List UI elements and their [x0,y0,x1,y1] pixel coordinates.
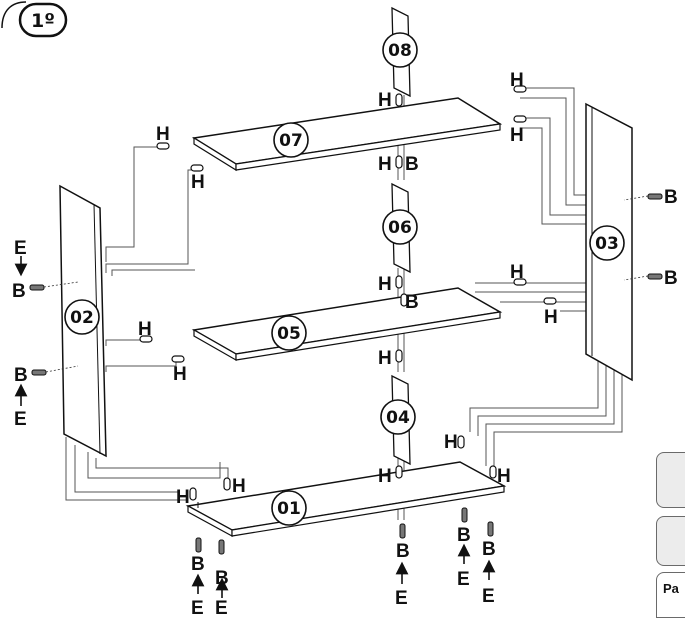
b-label: B [12,281,26,302]
h-label: H [173,364,187,385]
dowels [139,85,557,501]
h-label: H [444,432,458,453]
part-label-04: 04 [380,399,416,435]
bottom-01 [185,461,507,538]
b-label: B [457,525,471,546]
part-number-01: 01 [277,499,301,519]
part-number-06: 06 [388,218,412,238]
e-label: E [395,588,408,609]
e-label: E [215,598,228,618]
h-label: H [191,172,205,193]
e-label: E [482,586,495,607]
h-label: H [510,262,524,283]
b-label: B [664,268,678,289]
part-labels: 08 07 06 03 02 05 04 01 [64,32,625,526]
step-badge: 1º [1,1,68,38]
b-label: B [396,541,410,562]
h-label: H [232,476,246,497]
h-label: H [378,90,392,111]
e-label: E [14,409,27,430]
b-label: B [215,568,229,589]
h-label: H [497,466,511,487]
b-label: B [664,187,678,208]
side-card-middle[interactable] [656,516,685,566]
e-label: E [14,238,27,259]
screws [29,193,663,555]
part-number-08: 08 [388,41,412,61]
h-label: H [378,274,392,295]
step-label: 1º [31,10,55,32]
side-tab[interactable]: Pa [656,572,685,618]
b-label: B [405,292,419,313]
h-label: H [544,307,558,328]
h-label: H [378,466,392,487]
h-label: H [510,125,524,146]
h-label: H [138,319,152,340]
h-label: H [176,487,190,508]
e-label: E [457,569,470,590]
e-label: E [191,598,204,618]
b-label: B [482,539,496,560]
part-number-02: 02 [70,308,94,328]
side-tab-label: Pa [663,581,679,596]
part-number-04: 04 [386,408,410,428]
hardware-b-labels: B B B B B B B B B B B [12,154,678,589]
arrows [14,256,496,598]
b-label: B [14,365,28,386]
screw-lines [43,195,649,373]
part-number-03: 03 [595,234,619,254]
part-label-08: 08 [382,32,418,68]
shelf-07 [191,97,503,172]
b-label: B [191,554,205,575]
part-label-03: 03 [589,225,625,261]
h-label: H [156,124,170,145]
hardware-h-labels: H H H H H H H H H H H H H H H H H [138,70,558,508]
h-label: H [378,348,392,369]
part-label-02: 02 [64,299,100,335]
part-label-06: 06 [382,209,418,245]
h-label: H [378,154,392,175]
part-label-07: 07 [273,122,309,158]
part-label-05: 05 [271,315,307,351]
side-card-top[interactable] [656,452,685,508]
part-label-01: 01 [271,490,307,526]
b-label: B [405,154,419,175]
part-number-07: 07 [279,131,303,151]
part-number-05: 05 [277,324,301,344]
shelf-05 [191,287,503,362]
h-label: H [510,70,524,91]
hardware-e-labels: E E E E E E E [14,238,495,618]
